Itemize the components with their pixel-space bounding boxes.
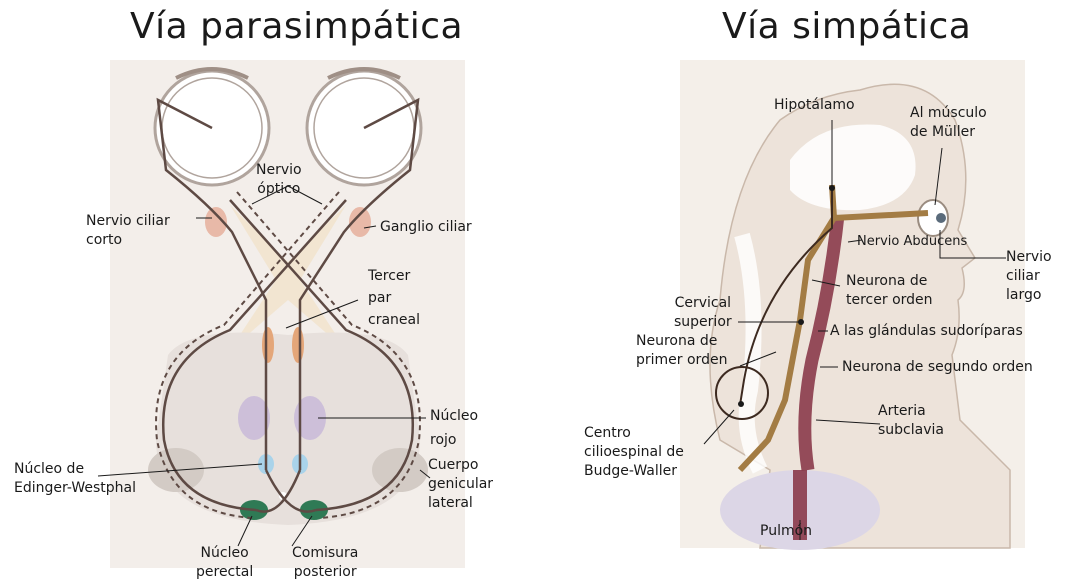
- iris: [936, 213, 946, 223]
- label-second-order-neuron: Neurona de segundo orden: [842, 358, 1033, 377]
- label-lung: Pulmón: [760, 522, 812, 541]
- label-hypothalamus: Hipotálamo: [774, 96, 855, 115]
- label-sweat-glands: A las glándulas sudoríparas: [830, 322, 1023, 341]
- third-nerve-root-right: [292, 327, 304, 363]
- label-abducens-nerve: Nervio Abducens: [857, 232, 967, 251]
- label-ciliary-ganglion: Ganglio ciliar: [380, 218, 472, 237]
- third-nerve-root-left: [262, 327, 274, 363]
